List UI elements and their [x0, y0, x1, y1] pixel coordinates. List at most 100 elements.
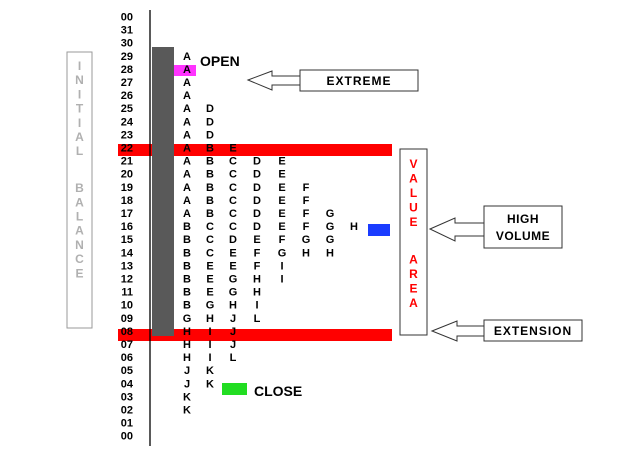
stacked-letter: L — [76, 144, 83, 158]
tpo-letter: D — [229, 234, 237, 246]
tpo-letter: D — [253, 169, 261, 181]
tpo-letter: C — [229, 156, 237, 168]
tpo-letter: E — [278, 182, 285, 194]
tpo-letter: I — [208, 326, 211, 338]
price-label: 13 — [121, 260, 133, 272]
band-upper — [118, 144, 392, 156]
extension-callout: EXTENSION — [430, 319, 583, 342]
tpo-letter: B — [183, 247, 191, 259]
tpo-letter: I — [208, 352, 211, 364]
tpo-letter: L — [230, 352, 237, 364]
tpo-letter: H — [183, 339, 191, 351]
open-label: OPEN — [200, 53, 240, 69]
price-label: 05 — [121, 365, 133, 377]
tpo-letter: F — [303, 182, 310, 194]
initial-balance-box — [66, 51, 93, 329]
stacked-letter: A — [409, 172, 418, 186]
stacked-letter: C — [75, 252, 84, 266]
tpo-letter: D — [253, 156, 261, 168]
tpo-letter: A — [183, 116, 191, 128]
stacked-letter: A — [409, 253, 418, 267]
price-label: 08 — [121, 326, 133, 338]
tpo-letter: G — [302, 234, 311, 246]
tpo-letter: E — [278, 195, 285, 207]
high-volume-callout: HIGH VOLUME — [428, 205, 563, 249]
tpo-letter: E — [253, 234, 260, 246]
tpo-letter: G — [206, 300, 215, 312]
tpo-letter: E — [278, 169, 285, 181]
tpo-letter: F — [303, 195, 310, 207]
value-area-box — [399, 148, 428, 336]
tpo-letter: C — [206, 247, 214, 259]
tpo-letter: K — [206, 378, 214, 390]
tpo-letter: H — [253, 274, 261, 286]
tpo-letter: A — [183, 103, 191, 115]
stacked-letter: E — [409, 282, 417, 296]
price-label: 18 — [121, 195, 133, 207]
tpo-letter: F — [254, 247, 261, 259]
tpo-letter: C — [206, 221, 214, 233]
tpo-letter: B — [183, 221, 191, 233]
stacked-letter: L — [410, 186, 417, 200]
tpo-letter: B — [183, 234, 191, 246]
price-label: 00 — [121, 12, 133, 24]
price-label: 24 — [121, 116, 134, 128]
price-label: 31 — [121, 25, 133, 37]
tpo-letter: H — [253, 287, 261, 299]
tpo-letter: A — [183, 64, 191, 76]
price-label: 04 — [121, 378, 134, 390]
price-label: 15 — [121, 234, 133, 246]
tpo-letter: A — [183, 208, 191, 220]
tpo-letter: B — [206, 143, 214, 155]
tpo-letter: E — [278, 208, 285, 220]
stacked-letter: N — [75, 73, 84, 87]
tpo-letter: E — [206, 287, 213, 299]
tpo-letter: A — [183, 143, 191, 155]
tpo-letter: A — [183, 77, 191, 89]
extension-label: EXTENSION — [494, 324, 572, 338]
tpo-letter: B — [183, 300, 191, 312]
price-label: 12 — [121, 274, 133, 286]
stacked-letter: N — [75, 238, 84, 252]
close-marker — [222, 383, 247, 395]
stacked-letter: T — [76, 102, 84, 116]
tpo-letter: B — [206, 156, 214, 168]
price-label: 16 — [121, 221, 133, 233]
price-label: 27 — [121, 77, 133, 89]
tpo-letter: K — [183, 391, 191, 403]
high-volume-label-line1: HIGH — [507, 212, 539, 226]
tpo-letter: H — [350, 221, 358, 233]
tpo-letter: E — [229, 247, 236, 259]
stacked-letter: A — [75, 195, 84, 209]
tpo-letter: E — [206, 260, 213, 272]
tpo-letter: J — [230, 326, 236, 338]
tpo-letter: H — [229, 300, 237, 312]
tpo-letter: C — [229, 208, 237, 220]
tpo-letter: C — [229, 182, 237, 194]
tpo-letter: J — [184, 378, 190, 390]
price-label: 00 — [121, 431, 133, 443]
price-label: 28 — [121, 64, 133, 76]
tpo-letter: I — [280, 260, 283, 272]
tpo-letter: H — [326, 247, 334, 259]
tpo-letter: B — [206, 208, 214, 220]
stacked-letter: E — [409, 215, 417, 229]
price-label: 23 — [121, 129, 133, 141]
tpo-letter: H — [183, 326, 191, 338]
stacked-letter: E — [75, 266, 83, 280]
tpo-letter: E — [278, 221, 285, 233]
price-label: 30 — [121, 38, 133, 50]
tpo-letter: F — [254, 260, 261, 272]
tpo-letter: E — [206, 274, 213, 286]
tpo-letter: E — [278, 156, 285, 168]
price-label: 03 — [121, 391, 133, 403]
volume-marker — [368, 224, 390, 236]
tpo-letter: C — [229, 221, 237, 233]
tpo-letter: B — [183, 274, 191, 286]
tpo-letter: J — [184, 365, 190, 377]
tpo-letter: B — [206, 195, 214, 207]
price-label: 09 — [121, 313, 133, 325]
price-label: 22 — [121, 143, 133, 155]
stacked-letter: L — [76, 210, 83, 224]
